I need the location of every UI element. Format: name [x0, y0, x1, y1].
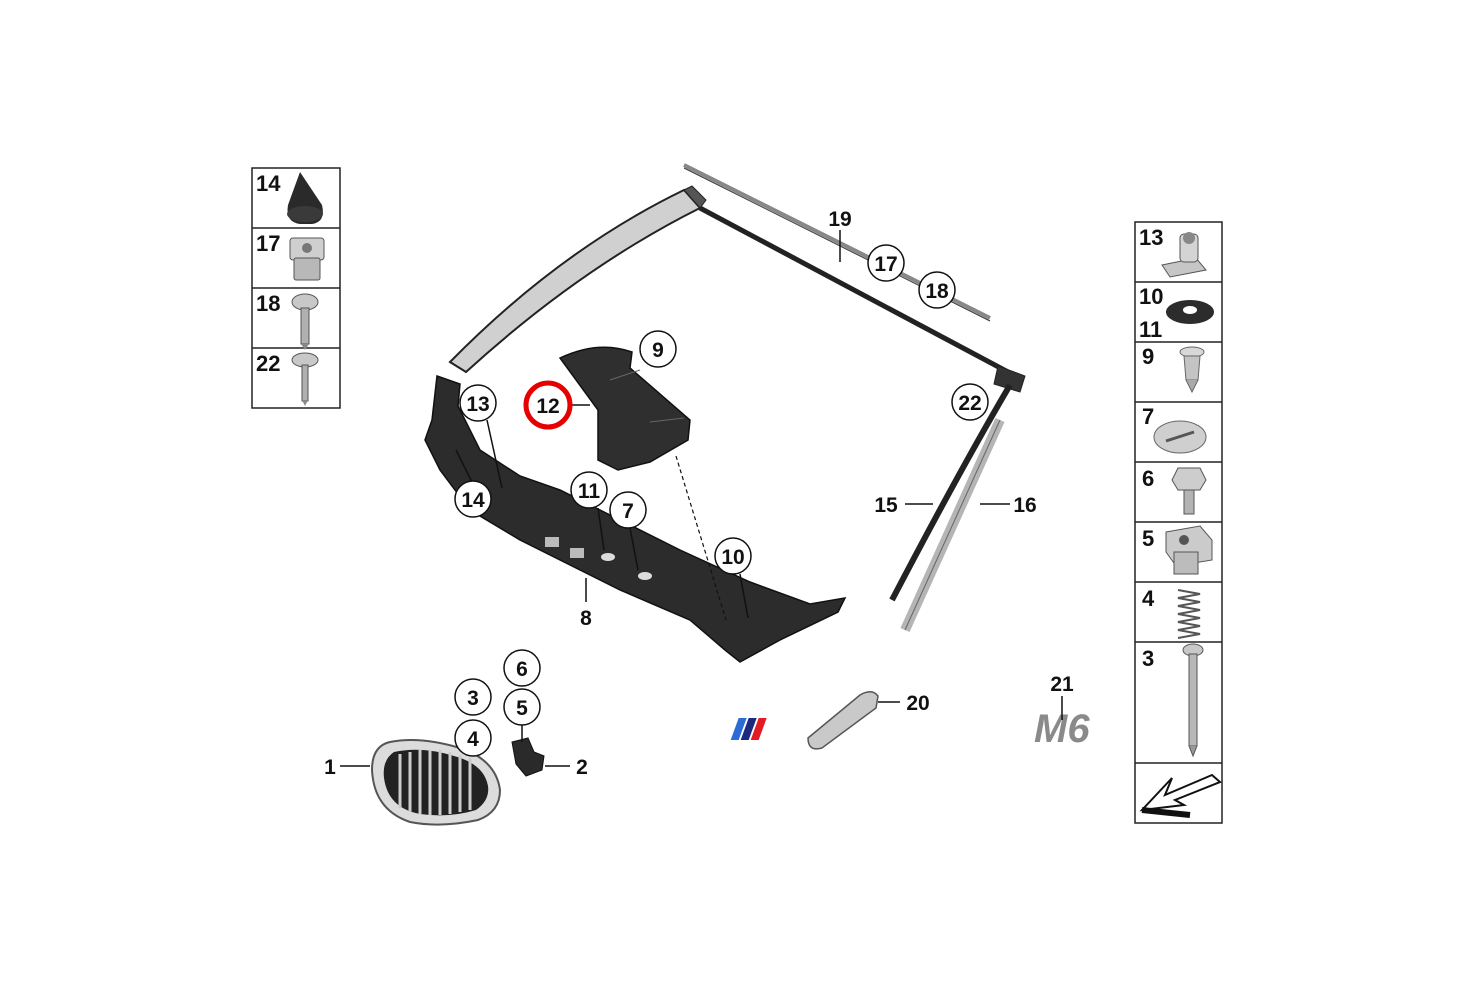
spring-icon	[1177, 589, 1201, 639]
callout-12: 12	[536, 395, 559, 418]
left-panel-label-22: 22	[256, 351, 280, 376]
long-pin-icon	[1182, 643, 1204, 758]
left-panel-label-17: 17	[256, 231, 280, 256]
push-rivet-icon	[1179, 346, 1205, 394]
callout-20: 20	[906, 692, 929, 715]
left-panel-label-18: 18	[256, 291, 280, 316]
bracket-2	[511, 737, 545, 777]
callout-15: 15	[874, 494, 898, 517]
callout-5: 5	[516, 697, 528, 720]
right-panel-label-11: 11	[1139, 317, 1162, 342]
callout-7: 7	[622, 500, 634, 523]
callout-22: 22	[958, 392, 981, 415]
left-hardware-panel: 14 17 18 22	[251, 167, 341, 409]
callout-3: 3	[467, 687, 479, 710]
callout-19: 19	[828, 208, 851, 231]
cover-panel-12	[558, 346, 691, 471]
windshield-frame	[448, 163, 1026, 393]
right-panel-label-10: 10	[1139, 284, 1163, 309]
right-hardware-panel: 13 10 11 9 7 6 5 4 3	[1134, 221, 1223, 824]
kidney-grille-1	[370, 739, 502, 826]
callout-10: 10	[721, 546, 744, 569]
callout-1: 1	[324, 756, 336, 779]
callout-14: 14	[461, 489, 485, 512]
washer-icon	[1166, 300, 1214, 324]
arrow-down-left-icon	[1139, 773, 1222, 818]
callout-16: 16	[1013, 494, 1036, 517]
callout-2: 2	[576, 756, 588, 779]
right-panel-label-6: 6	[1142, 466, 1154, 491]
callout-4: 4	[467, 728, 479, 751]
bolt-icon	[1171, 467, 1207, 515]
callout-18: 18	[925, 280, 949, 303]
clip-icon	[1161, 232, 1207, 278]
callout-11: 11	[578, 480, 601, 503]
highlight-ring-12	[523, 380, 573, 430]
right-panel-label-4: 4	[1142, 586, 1155, 611]
callout-13: 13	[466, 393, 489, 416]
leader-lines	[340, 230, 1063, 767]
clip-nut-icon	[289, 237, 325, 281]
spacer-icon	[1165, 525, 1213, 575]
rubber-buffer-icon	[287, 172, 323, 224]
callout-17: 17	[874, 253, 897, 276]
a-pillar-moldings	[889, 383, 1013, 633]
callout-6: 6	[516, 658, 528, 681]
left-panel-label-14: 14	[256, 171, 281, 196]
callout-circles	[454, 244, 989, 757]
callout-labels: 19 17 18 9 12 13 22 14 11 7 10 15 16 8 6…	[324, 208, 1074, 779]
callout-8: 8	[580, 607, 592, 630]
right-panel-label-7: 7	[1142, 404, 1154, 429]
right-panel-label-9: 9	[1142, 344, 1154, 369]
right-panel-label-3: 3	[1142, 646, 1154, 671]
screw-icon	[291, 352, 319, 406]
right-panel-label-13: 13	[1139, 225, 1163, 250]
cap-plug-icon	[1153, 420, 1207, 454]
callout-21: 21	[1050, 673, 1074, 696]
screw-icon	[291, 293, 319, 350]
callout-9: 9	[652, 339, 664, 362]
right-panel-label-5: 5	[1142, 526, 1154, 551]
side-marker-20	[807, 691, 879, 750]
